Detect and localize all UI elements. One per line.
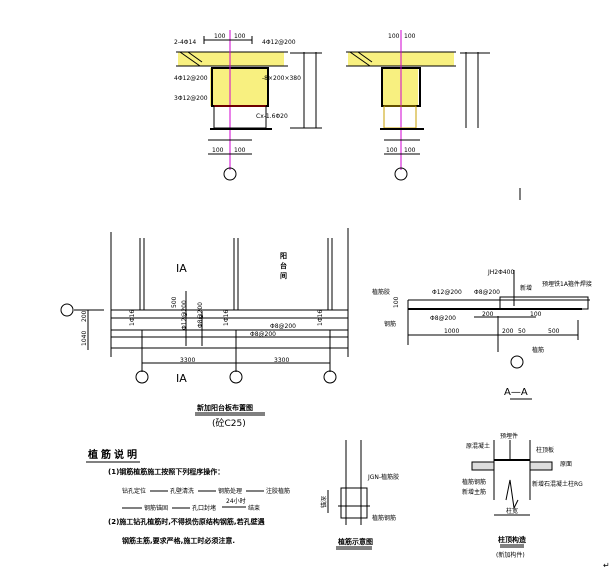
plan-title: 新加阳台板布置图 bbox=[197, 403, 253, 412]
column-detail-left-labels: 100 100 100 100 2-4Φ14 4Φ12@200 3Φ12@200… bbox=[174, 33, 301, 154]
dim-text: 200 bbox=[502, 328, 514, 335]
dim-text: 200 bbox=[482, 311, 494, 318]
section-mark: IA bbox=[176, 262, 187, 275]
step-label: 钢筋锚固 bbox=[144, 504, 168, 512]
dim-text: 100 bbox=[386, 147, 398, 154]
rebar-label: 4Φ12@200 bbox=[174, 75, 208, 82]
column-top-detail-labels: 预埋件 原混凝土 柱顶板 原面 植筋钢筋 新增主筋 新增石混凝土柱RG 柱宽 柱… bbox=[462, 432, 583, 559]
label: JGN-植筋胶 bbox=[367, 473, 399, 481]
label: 预埋铁1A箍件焊接 bbox=[542, 280, 592, 288]
anchor-detail bbox=[327, 440, 372, 550]
notes-heading: 植筋说明 bbox=[87, 448, 140, 461]
rebar-label: Φ8@200 bbox=[270, 323, 296, 330]
dim-text: 100 bbox=[393, 296, 400, 308]
dim-text: 1000 bbox=[444, 328, 459, 335]
balcony-plan bbox=[60, 228, 349, 384]
note-item: (1)钢筋植筋施工按照下列程序操作： bbox=[108, 467, 224, 476]
rebar-label: Φ8@200 bbox=[430, 315, 456, 322]
step-label: 孔壁清洗 bbox=[170, 487, 194, 495]
dim-text: 100 bbox=[404, 147, 416, 154]
detail-title: 植筋示意图 bbox=[337, 537, 373, 546]
dim-text: 500 bbox=[171, 296, 178, 308]
room-label: 阳 bbox=[280, 251, 287, 260]
label: 新增主筋 bbox=[462, 488, 486, 496]
anchor-detail-labels: JGN-植筋胶 植筋钢筋 锚深 植筋示意图 bbox=[320, 473, 399, 546]
dim-text: 500 bbox=[548, 328, 560, 335]
label: 钢筋 bbox=[384, 320, 396, 328]
label: 原面 bbox=[560, 461, 572, 468]
dim-text: 100 bbox=[404, 33, 416, 40]
dim-text: 100 bbox=[234, 33, 246, 40]
dim-text: 100 bbox=[530, 311, 542, 318]
rebar-label: 1Φ16 bbox=[223, 310, 230, 326]
dim-text: 200 bbox=[81, 310, 88, 322]
dim-text: 100 bbox=[214, 33, 226, 40]
section-a-a-labels: A—A JH2Φ400 植筋胶 Φ12@200 Φ8@200 Φ8@200 新增… bbox=[372, 269, 592, 398]
dim-text: 50 bbox=[518, 328, 526, 335]
section-mark: IA bbox=[176, 372, 187, 385]
step-label: 钻孔定位 bbox=[122, 487, 146, 495]
dim-text: 100 bbox=[234, 147, 246, 154]
label: 植筋 bbox=[532, 346, 544, 354]
label: 柱顶板 bbox=[536, 446, 554, 454]
note-item: (2)施工钻孔植筋时,不得损伤原结构钢筋,若孔壁遇 bbox=[108, 517, 265, 526]
return-mark-icon: ↵ bbox=[603, 561, 610, 570]
column-detail-left bbox=[176, 30, 322, 181]
plan-subtitle: (砼C25) bbox=[212, 417, 246, 429]
section-a-a bbox=[407, 270, 590, 400]
step-label: 孔口封堵 bbox=[192, 504, 216, 512]
section-title: A—A bbox=[504, 387, 528, 398]
label: 新增石混凝土柱RG bbox=[532, 480, 583, 488]
dim-text: 100 bbox=[212, 147, 224, 154]
label: 植筋钢筋 bbox=[372, 514, 396, 522]
label: 植筋胶 bbox=[372, 288, 390, 296]
rebar-label: Φ8@200 bbox=[474, 289, 500, 296]
rebar-label: 3Φ12@200 bbox=[174, 95, 208, 102]
dim-text: 1040 bbox=[81, 331, 88, 346]
rebar-label: 1Φ16 bbox=[317, 310, 324, 326]
rebar-label: 4Φ12@200 bbox=[262, 39, 296, 46]
rebar-label: Cx-1.6Φ20 bbox=[256, 113, 288, 120]
room-label: 间 bbox=[280, 271, 287, 280]
label: 新增 bbox=[520, 284, 532, 292]
rebar-label: Φ12@200 bbox=[181, 300, 188, 330]
rebar-label: JH2Φ400 bbox=[487, 269, 514, 276]
rebar-label: -8×200×380 bbox=[262, 75, 301, 82]
step-label: 注胶植筋 bbox=[266, 487, 290, 495]
rebar-label: Φ8@200 bbox=[250, 331, 276, 338]
anchoring-notes: 植筋说明 (1)钢筋植筋施工按照下列程序操作： 钻孔定位 孔壁清洗 钢筋处理 注… bbox=[86, 448, 290, 545]
balcony-plan-labels: IA IA 阳 台 间 3300 3300 1040 200 Φ8@200 Φ8… bbox=[81, 251, 324, 429]
column-detail-right bbox=[346, 30, 490, 181]
label: 预埋件 bbox=[500, 432, 518, 440]
room-label: 台 bbox=[280, 261, 287, 270]
rebar-label: 2-4Φ14 bbox=[174, 39, 196, 46]
column-top-detail bbox=[471, 440, 553, 548]
label: 原混凝土 bbox=[466, 442, 490, 450]
rebar-label: Φ8@200 bbox=[197, 302, 204, 328]
column-detail-right-labels: 100 100 100 100 bbox=[386, 33, 416, 154]
note-item: 钢筋主筋,要求严格,施工时必须注意. bbox=[122, 536, 235, 545]
rebar-label: 1Φ16 bbox=[129, 310, 136, 326]
label: 锚深 bbox=[320, 496, 328, 508]
dim-text: 3300 bbox=[180, 357, 195, 364]
detail-subtitle: (新加构件) bbox=[496, 551, 525, 559]
dim-text: 3300 bbox=[274, 357, 289, 364]
label: 植筋钢筋 bbox=[462, 478, 486, 486]
dim-text: 柱宽 bbox=[506, 507, 518, 515]
rebar-label: Φ12@200 bbox=[432, 289, 462, 296]
step-label: 结束 bbox=[248, 504, 260, 512]
dim-text: 100 bbox=[388, 33, 400, 40]
cure-time: 24小时 bbox=[226, 497, 246, 505]
detail-title: 柱顶构造 bbox=[498, 535, 527, 544]
step-label: 钢筋处理 bbox=[218, 487, 242, 495]
